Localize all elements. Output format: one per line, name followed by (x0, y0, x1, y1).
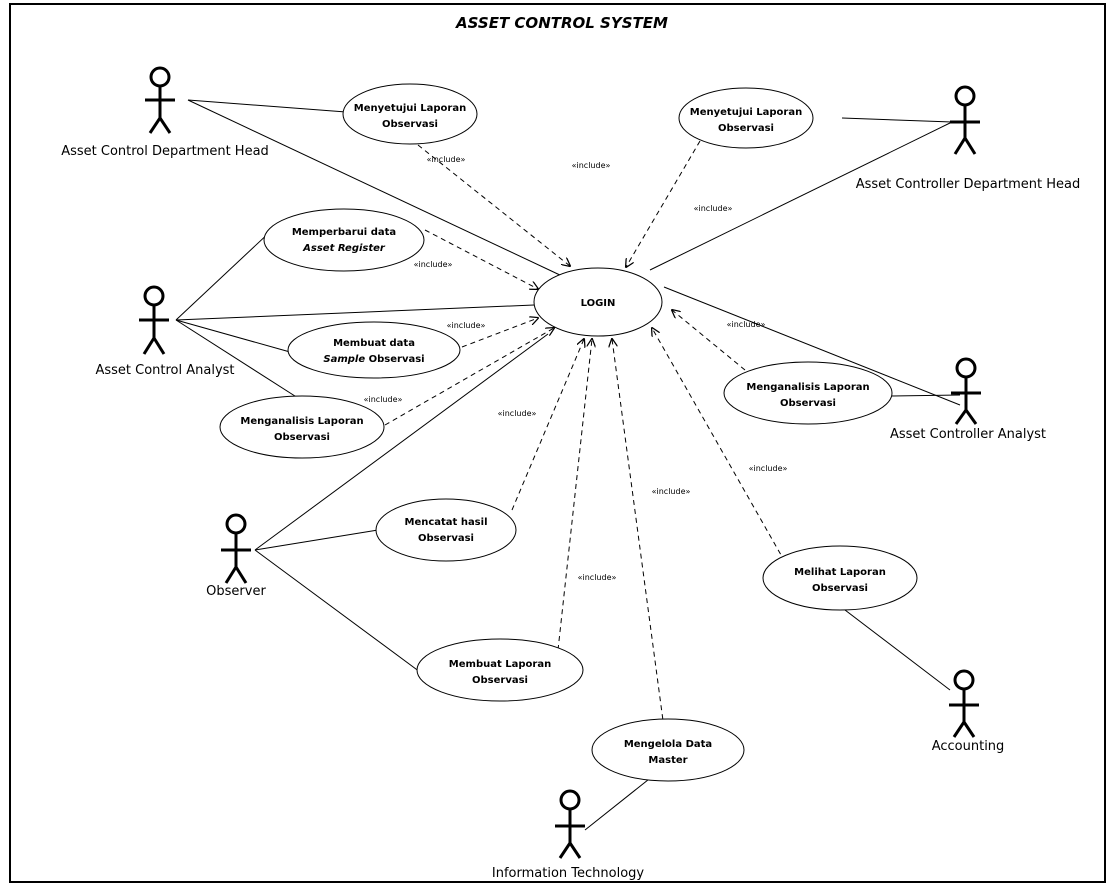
actor-asset-control-department-head (145, 66, 175, 134)
include-arrow-analyze2 (672, 310, 746, 371)
assoc-aca-update (175, 229, 273, 321)
usecase-view-report: Melihat Laporan Observasi (762, 545, 918, 611)
include-arrow-master (612, 339, 665, 729)
assoc-observer-login (254, 333, 549, 551)
include-arrow-view (652, 328, 786, 563)
actor-observer (221, 513, 251, 584)
assoc-observer-record (254, 529, 379, 551)
usecase-update-asset-register: Memperbarui data Asset Register (263, 208, 425, 272)
actor-label-observer: Observer (206, 584, 266, 599)
include-label: «include» (364, 395, 403, 404)
include-arrow-analyze1 (384, 328, 554, 426)
include-arrow-report (557, 339, 592, 651)
assoc-cca-analyze2 (891, 394, 961, 397)
svg-text:Observasi: Observasi (274, 432, 330, 443)
actor-accounting (949, 669, 979, 738)
svg-text:Menganalisis Laporan: Menganalisis Laporan (746, 382, 869, 393)
actor-label-it: Information Technology (492, 866, 645, 881)
assoc-aca-login (175, 304, 535, 321)
include-label: «include» (414, 260, 453, 269)
usecase-create-report: Membuat Laporan Observasi (416, 638, 584, 702)
assoc-ccdh-login (649, 121, 953, 271)
assoc-accounting-view (844, 609, 951, 691)
usecase-approve-report-2: Menyetujui Laporan Observasi (678, 87, 814, 149)
svg-text:Observasi: Observasi (812, 583, 868, 594)
assoc-acdh-login (187, 99, 563, 277)
actor-label-acdh: Asset Control Department Head (61, 144, 269, 159)
include-arrow-record (511, 339, 584, 511)
assoc-aca-analyze1 (175, 319, 299, 399)
include-label: «include» (447, 321, 486, 330)
assoc-ccdh-approve2 (841, 117, 953, 123)
svg-text:Observasi: Observasi (780, 398, 836, 409)
actor-information-technology (555, 789, 585, 859)
svg-text:Menyetujui Laporan: Menyetujui Laporan (690, 107, 802, 118)
assoc-acdh-approve1 (187, 99, 347, 113)
assoc-aca-sample (175, 319, 291, 353)
system-title: ASSET CONTROL SYSTEM (455, 14, 668, 32)
include-arrow-update (424, 229, 538, 289)
usecase-analyze-report-2: Menganalisis Laporan Observasi (723, 361, 893, 425)
svg-text:Membuat data: Membuat data (333, 338, 415, 349)
svg-text:Membuat Laporan: Membuat Laporan (449, 659, 551, 670)
svg-text:Melihat Laporan: Melihat Laporan (794, 567, 886, 578)
include-arrow-approve2 (626, 140, 701, 267)
assoc-cca-login (663, 286, 961, 406)
svg-text:LOGIN: LOGIN (581, 298, 616, 309)
include-label: «include» (652, 487, 691, 496)
svg-text:Observasi: Observasi (472, 675, 528, 686)
usecase-analyze-report-1: Menganalisis Laporan Observasi (219, 395, 385, 459)
usecase-record-observation: Mencatat hasil Observasi (375, 498, 517, 562)
usecase-approve-report-1: Menyetujui Laporan Observasi (342, 83, 478, 145)
include-label: «include» (578, 573, 617, 582)
associations (175, 99, 961, 831)
usecase-create-sample-data: Membuat data Sample Observasi (287, 321, 461, 379)
usecase-manage-master-data: Mengelola Data Master (591, 718, 745, 782)
svg-text:Observasi: Observasi (382, 119, 438, 130)
svg-text:Master: Master (648, 755, 687, 766)
svg-text:Menganalisis Laporan: Menganalisis Laporan (240, 416, 363, 427)
system-boundary (9, 3, 1106, 883)
svg-text:Menyetujui Laporan: Menyetujui Laporan (354, 103, 466, 114)
svg-text:Memperbarui data: Memperbarui data (292, 227, 396, 238)
include-arrow-sample (461, 318, 538, 348)
actor-asset-controller-analyst (951, 357, 981, 425)
assoc-observer-report (254, 549, 421, 673)
actor-label-aca: Asset Control Analyst (95, 363, 234, 378)
include-label: «include» (694, 204, 733, 213)
include-labels: «include» «include» «include» «include» … (364, 155, 788, 582)
svg-text:Observasi: Observasi (718, 123, 774, 134)
include-label: «include» (572, 161, 611, 170)
include-label: «include» (498, 409, 537, 418)
svg-text:Mengelola Data: Mengelola Data (624, 739, 712, 750)
svg-text:Observasi: Observasi (418, 533, 474, 544)
svg-text:Sample Observasi: Sample Observasi (323, 354, 424, 365)
include-arrows (384, 140, 786, 729)
actor-asset-control-analyst (139, 285, 169, 355)
svg-text:Asset Register: Asset Register (302, 243, 386, 254)
actor-asset-controller-department-head (950, 85, 980, 155)
actor-label-ccdh: Asset Controller Department Head (856, 177, 1081, 192)
usecase-login: LOGIN (533, 267, 663, 337)
include-label: «include» (427, 155, 466, 164)
svg-text:Mencatat hasil: Mencatat hasil (405, 517, 488, 528)
include-label: «include» (749, 464, 788, 473)
actor-label-accounting: Accounting (932, 739, 1005, 754)
actor-label-cca: Asset Controller Analyst (890, 427, 1046, 442)
include-label: «include» (727, 320, 766, 329)
